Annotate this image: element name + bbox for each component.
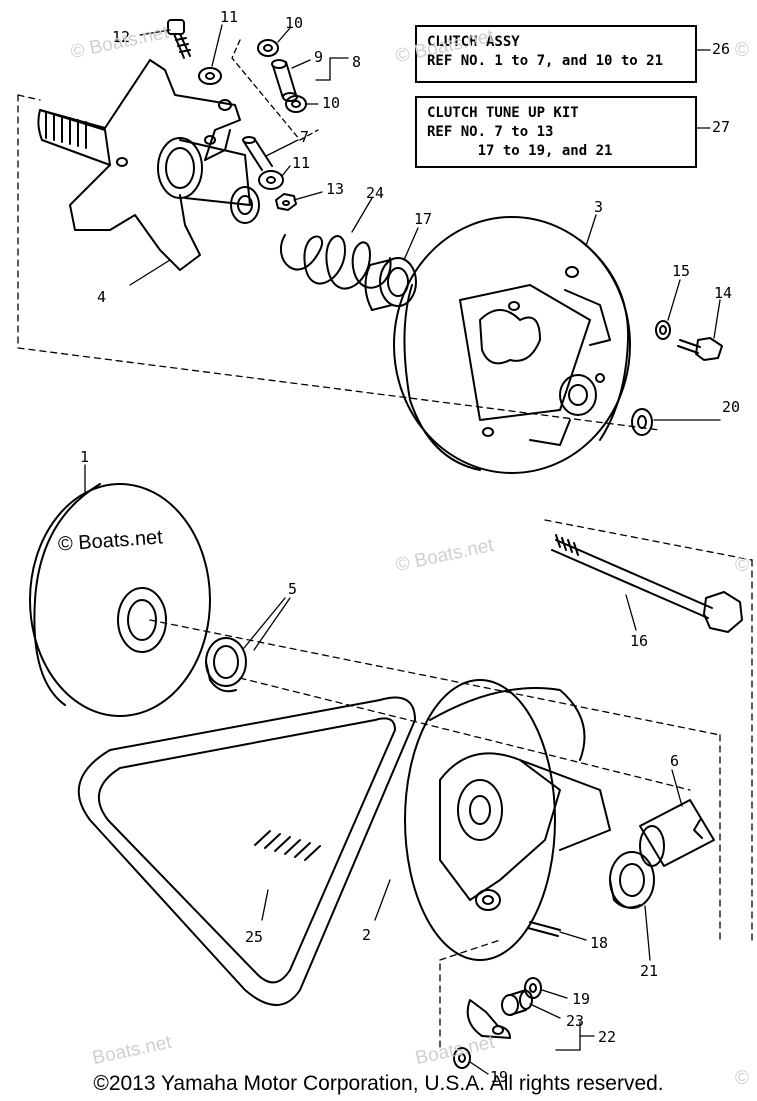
part-11-washer-top	[198, 67, 222, 85]
dashed-group-9-8	[231, 39, 319, 141]
part-15-washer	[655, 320, 671, 340]
callout-8: 8	[352, 53, 362, 71]
assembly-boundary-lines	[17, 94, 753, 1048]
callout-5: 5	[288, 580, 298, 598]
callout-13: 13	[326, 180, 345, 198]
callout-leader-lines	[84, 24, 721, 1075]
callout-19-lower: 19	[490, 1068, 509, 1086]
clutch-assy-box: CLUTCH ASSY REF NO. 1 to 7, and 10 to 21	[415, 25, 697, 83]
part-21-seal	[609, 851, 655, 909]
clutch-assy-title: CLUTCH ASSY	[427, 34, 520, 50]
callout-7: 7	[300, 128, 310, 146]
watermark-symbol-right-mid: ©	[735, 555, 749, 576]
callout-21: 21	[640, 962, 659, 980]
callout-15: 15	[672, 262, 691, 280]
part-13-nut	[275, 193, 297, 211]
part-24-spring	[279, 234, 392, 290]
tune-up-kit-refs-2: 17 to 19, and 21	[427, 143, 613, 159]
part-14-bolt	[677, 337, 723, 361]
callout-27: 27	[712, 118, 731, 136]
callout-16: 16	[630, 632, 649, 650]
part-1-fixed-sheave	[29, 483, 211, 717]
clutch-assy-refs: REF NO. 1 to 7, and 10 to 21	[427, 53, 664, 69]
part-19-washer-upper	[524, 977, 542, 999]
callout-4: 4	[97, 288, 107, 306]
part-4-spider-shaft	[37, 59, 260, 271]
part-3-clutch-cover	[393, 216, 631, 474]
part-9-pin	[271, 59, 298, 102]
callout-22: 22	[598, 1028, 617, 1046]
callout-2: 2	[362, 926, 372, 944]
callout-10-lower: 10	[322, 94, 341, 112]
callout-19-upper: 19	[572, 990, 591, 1008]
callout-3: 3	[594, 198, 604, 216]
callout-26: 26	[712, 40, 731, 58]
callout-14: 14	[714, 284, 733, 302]
part-7-roller-pin	[242, 136, 273, 171]
callout-24: 24	[366, 184, 385, 202]
part-5-bushings	[205, 637, 247, 693]
watermark-symbol-right-bottom: ©	[735, 1068, 749, 1089]
part-12-bolt	[167, 19, 191, 59]
callout-11-top: 11	[220, 8, 239, 26]
callout-17: 17	[414, 210, 433, 228]
callout-20: 20	[722, 398, 741, 416]
tune-up-kit-box: CLUTCH TUNE UP KIT REF NO. 7 to 13 17 to…	[415, 96, 697, 168]
callout-18: 18	[590, 934, 609, 952]
watermark-symbol-right-top: ©	[735, 40, 749, 61]
part-19-washer-lower	[453, 1047, 471, 1069]
copyright-notice: ©2013 Yamaha Motor Corporation, U.S.A. A…	[93, 1072, 664, 1095]
part-25-drive-belt	[77, 696, 416, 1006]
part-2-movable-sheave	[404, 679, 611, 961]
tune-up-kit-title: CLUTCH TUNE UP KIT	[427, 105, 579, 121]
part-22-weight-arm	[466, 999, 511, 1039]
callout-23: 23	[566, 1012, 585, 1030]
callout-1: 1	[80, 448, 90, 466]
part-16-long-bolt	[551, 534, 743, 633]
part-18-pin	[527, 921, 561, 937]
callout-9: 9	[314, 48, 324, 66]
part-6-sleeve	[639, 799, 715, 867]
callout-6: 6	[670, 752, 680, 770]
callout-11-lower: 11	[292, 154, 311, 172]
part-10-nut-top	[257, 39, 279, 57]
callout-10-top: 10	[285, 14, 304, 32]
part-11-washer-lower	[258, 170, 284, 190]
callout-25: 25	[245, 928, 264, 946]
callout-12: 12	[112, 28, 131, 46]
tune-up-kit-refs-1: REF NO. 7 to 13	[427, 124, 554, 140]
part-17-bushing	[364, 257, 417, 311]
part-20-washer	[631, 408, 653, 436]
